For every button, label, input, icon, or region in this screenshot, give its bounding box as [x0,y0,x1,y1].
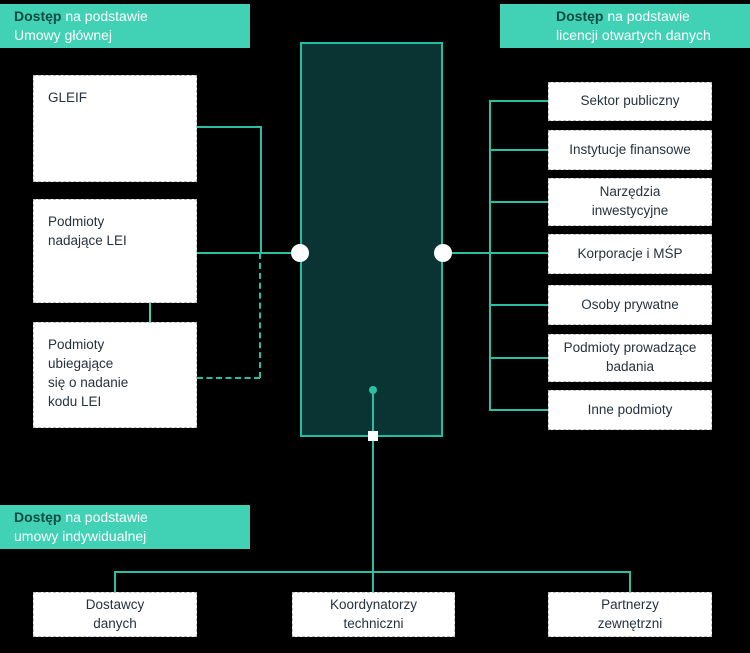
connector-left-vertical-dashed [259,253,261,378]
connector-drop-dostawcy [114,571,116,592]
header-bold-word: Dostęp [14,8,62,25]
box-label: Instytucje finansowe [569,141,691,157]
connector-drop-koordynatorzy [372,571,374,592]
box-label: Podmioty ubiegające się o nadanie kodu L… [48,337,129,409]
box-instytucje-finansowe: Instytucje finansowe [548,130,712,170]
box-podmioty-ubiegajace-sie: Podmioty ubiegające się o nadanie kodu L… [33,322,197,428]
box-label: GLEIF [48,90,88,105]
connector-stub-inne-podmioty [490,409,548,411]
header-line2: licencji otwartych danych [556,27,711,43]
connector-left-main-horizontal [197,252,300,254]
arrow-line-up [149,247,151,385]
box-label: Sektor publiczny [580,93,680,109]
box-label: Korporacje i MŚP [577,245,683,261]
header-line1: Dostęp na podstawie [14,509,148,526]
box-narzedzia-inwestycyjne: Narzędzia inwestycyjne [548,178,712,226]
header-bold-word: Dostęp [556,8,604,25]
header-access-individual-agreement: Dostęp na podstawie umowy indywidualnej [0,505,250,549]
central-database-block [300,42,443,437]
header-access-master-agreement: Dostęp na podstawie Umowy głównej [0,4,250,48]
box-label: Partnerzy zewnętrzni [597,596,663,631]
junction-circle-left [291,244,309,262]
header-bold-word: Dostęp [14,509,62,526]
header-line2: Umowy głównej [14,27,113,43]
connector-left-vertical-solid [260,126,262,254]
box-inne-podmioty: Inne podmioty [548,390,712,430]
connector-drop-partnerzy [629,571,631,592]
connector-stub-sektor-publiczny [490,100,548,102]
box-partnerzy-zewnetrzni: Partnerzy zewnętrzni [548,592,712,637]
junction-circle-right [434,244,452,262]
box-sektor-publiczny: Sektor publiczny [548,82,712,121]
connector-stub-instytucje-finansowe [490,149,548,151]
connector-stub-narzedzia-inwestycyjne [490,201,548,203]
box-koordynatorzy-techniczni: Koordynatorzy techniczni [292,592,455,637]
header-access-open-data-license: Dostęp na podstawie licencji otwartych d… [500,4,750,48]
header-line1: Dostęp na podstawie [14,8,148,25]
box-podmioty-nadajace-lei: Podmioty nadające LEI [33,199,197,303]
connector-square-port [368,431,378,441]
box-podmioty-prowadzace-badania: Podmioty prowadzące badania [548,334,712,382]
box-korporacje-i-msp: Korporacje i MŚP [548,234,712,274]
connector-right-spine [489,100,491,411]
connector-stub-osoby-prywatne [490,304,548,306]
box-label: Osoby prywatne [581,296,679,312]
box-dostawcy-danych: Dostawcy danych [33,592,197,637]
box-label: Inne podmioty [587,401,673,417]
connector-stub-podmioty-badania [490,357,548,359]
connector-left-dashed-horizontal [197,377,260,379]
box-label: Koordynatorzy techniczni [329,596,418,631]
header-line2: umowy indywidualnej [14,528,147,544]
connector-bottom-vertical [372,390,374,572]
box-label: Podmioty nadające LEI [48,214,127,248]
connector-gleif-horizontal [197,126,262,128]
box-osoby-prywatne: Osoby prywatne [548,285,712,325]
connector-right-main-horizontal [443,252,548,254]
box-gleif: GLEIF [33,75,197,182]
header-line1: Dostęp na podstawie [556,8,690,25]
box-label: Dostawcy danych [85,596,145,631]
box-label: Podmioty prowadzące badania [563,340,697,374]
box-label: Narzędzia inwestycyjne [591,184,669,218]
